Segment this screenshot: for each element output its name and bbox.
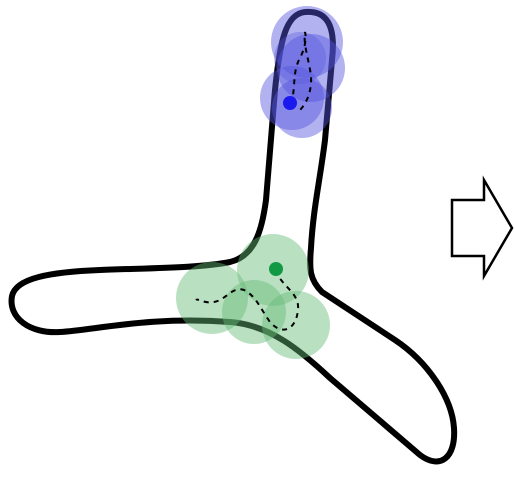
right-arrow-icon — [452, 180, 512, 276]
blue-marker-dot — [283, 96, 297, 110]
green-region-circle — [262, 291, 330, 359]
y-maze-outline — [12, 12, 455, 462]
blue-region-circle — [274, 32, 326, 84]
blue-region-group — [260, 6, 345, 138]
green-marker-dot — [269, 262, 283, 276]
